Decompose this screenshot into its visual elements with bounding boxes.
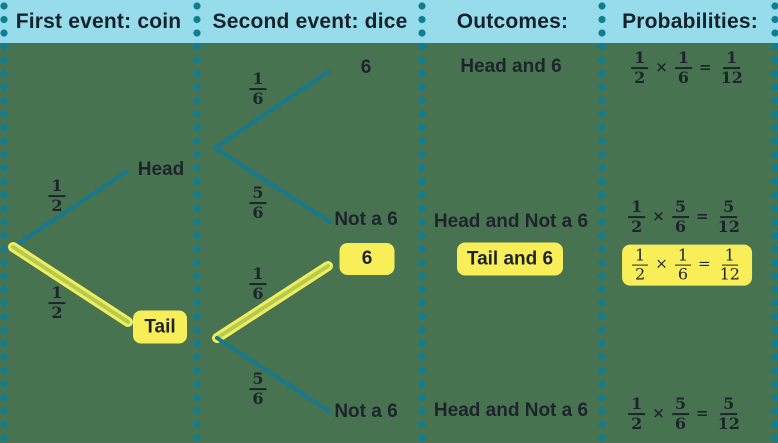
fraction-result: 1 12	[719, 245, 740, 284]
fraction: 1 6	[674, 49, 693, 87]
probability-expression-2: 1 2 × 5 6 = 5 12	[628, 198, 742, 236]
branch-line-tail-6-core	[215, 264, 330, 340]
node-label-tail-highlighted: Tail	[133, 310, 187, 344]
divider-dots-right-edge	[771, 0, 778, 443]
divider-dots-left-edge	[0, 0, 8, 443]
equals-sign: =	[696, 404, 709, 422]
times-sign: ×	[655, 58, 668, 76]
equals-sign: =	[699, 58, 712, 76]
fraction: 5 6	[671, 198, 690, 236]
fraction-result: 5 12	[717, 197, 740, 236]
node-label-not6-from-head: Not a 6	[334, 209, 398, 230]
node-label-6-from-head: 6	[360, 57, 372, 78]
branch-line-coin-tail-highlight	[8, 242, 133, 327]
branch-fraction-tail-6: 1 6	[249, 265, 267, 303]
times-sign: ×	[655, 255, 668, 273]
header-row	[0, 0, 778, 43]
equals-sign: =	[698, 255, 711, 273]
probability-expression-1: 1 2 × 1 6 = 1 12	[631, 49, 745, 87]
branch-fraction-coin-tail: 1 2	[48, 284, 66, 322]
fraction: 1 6	[674, 246, 692, 284]
header-second-event: Second event: dice	[212, 9, 408, 33]
equals-sign: =	[696, 207, 709, 225]
header-outcomes: Outcomes:	[456, 9, 569, 33]
node-label-6-from-tail-highlighted: 6	[339, 243, 395, 275]
branch-fraction-coin-head: 1 2	[48, 177, 66, 215]
header-probabilities: Probabilities:	[622, 9, 758, 33]
fraction: 1 2	[628, 198, 646, 236]
probability-expression-4: 1 2 × 5 6 = 5 12	[628, 395, 742, 433]
branch-line-tail-6-highlight	[212, 261, 333, 343]
outcome-head-and-not6-bottom: Head and Not a 6	[433, 400, 589, 421]
times-sign: ×	[652, 404, 665, 422]
branch-line-head-not6	[213, 146, 332, 224]
divider-dots-dice-outcomes	[418, 0, 426, 443]
header-first-event: First event: coin	[15, 9, 182, 33]
fraction: 1 2	[631, 49, 649, 87]
fraction: 1 2	[632, 246, 649, 284]
branch-line-head-6	[213, 70, 330, 150]
fraction-result: 5 12	[717, 394, 740, 433]
branch-line-tail-not6	[215, 336, 332, 414]
times-sign: ×	[652, 207, 665, 225]
outcome-head-and-6: Head and 6	[460, 56, 562, 77]
branch-line-coin-tail-core	[11, 245, 130, 324]
node-label-head: Head	[137, 159, 185, 180]
outcome-tail-and-6-highlighted: Tail and 6	[457, 242, 563, 276]
divider-dots-outcomes-probabilities	[598, 0, 606, 443]
branch-fraction-head-6: 1 6	[249, 70, 267, 108]
outcome-head-and-not6: Head and Not a 6	[433, 211, 589, 232]
fraction: 5 6	[671, 395, 690, 433]
branch-line-coin-head	[11, 170, 128, 249]
branch-fraction-head-not6: 5 6	[249, 184, 267, 222]
fraction: 1 2	[628, 395, 646, 433]
node-label-not6-from-tail: Not a 6	[334, 401, 398, 422]
branch-fraction-tail-not6: 5 6	[249, 370, 267, 408]
divider-dots-coin-dice	[193, 0, 201, 443]
fraction-result: 1 12	[720, 48, 743, 87]
probability-expression-3-highlighted: 1 2 × 1 6 = 1 12	[622, 244, 752, 286]
